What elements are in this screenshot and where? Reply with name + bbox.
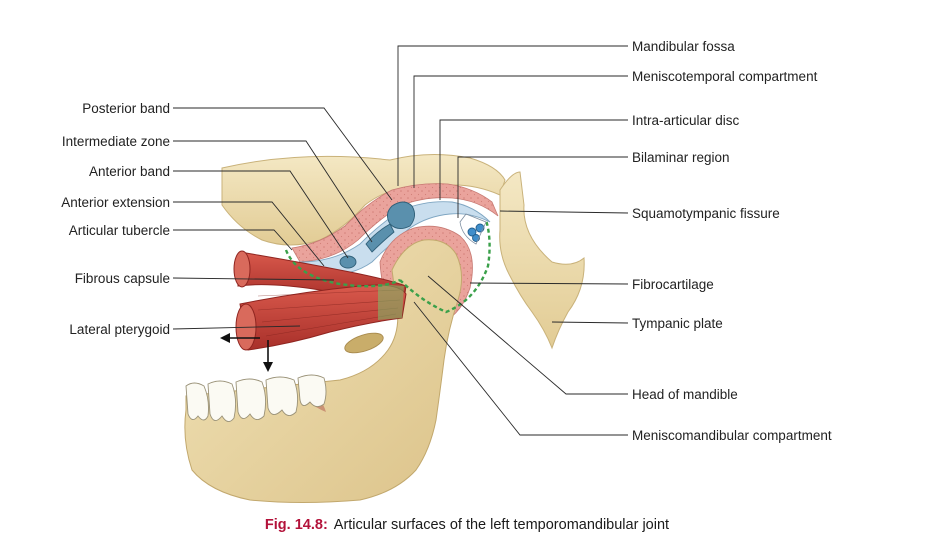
bilaminar-region-shape — [459, 213, 487, 245]
label-meniscotemporal-compartment: Meniscotemporal compartment — [632, 69, 818, 84]
label-intermediate-zone: Intermediate zone — [62, 134, 170, 149]
movement-arrows — [220, 333, 273, 372]
temporal-articular-cartilage — [291, 183, 499, 263]
caption-number: Fig. 14.8: — [265, 517, 328, 533]
intermediate-zone-shape — [365, 223, 395, 253]
posterior-band-shape — [387, 201, 415, 229]
label-intra-articular-disc: Intra-articular disc — [632, 113, 740, 128]
coronoid-shadow — [344, 332, 384, 354]
left-labels: Posterior band Intermediate zone Anterio… — [61, 101, 170, 337]
label-mandibular-fossa: Mandibular fossa — [632, 39, 735, 54]
label-articular-tubercle: Articular tubercle — [69, 223, 170, 238]
right-leader-lines — [397, 45, 629, 436]
figure-caption: Fig. 14.8: Articular surfaces of the left… — [265, 517, 669, 533]
tympanic-plate — [499, 171, 585, 350]
teeth — [185, 374, 327, 422]
label-tympanic-plate: Tympanic plate — [632, 316, 723, 331]
label-fibrocartilage: Fibrocartilage — [632, 277, 714, 292]
bilaminar-vessel-1 — [467, 227, 477, 237]
fibrous-capsule-line — [284, 219, 491, 314]
label-anterior-extension: Anterior extension — [61, 195, 170, 210]
label-squamotympanic-fissure: Squamotympanic fissure — [632, 206, 780, 221]
label-head-of-mandible: Head of mandible — [632, 387, 738, 402]
bilaminar-vessel-2 — [475, 223, 485, 233]
label-anterior-band: Anterior band — [89, 164, 170, 179]
label-lateral-pterygoid: Lateral pterygoid — [69, 322, 170, 337]
right-labels: Mandibular fossa Meniscotemporal compart… — [632, 39, 832, 443]
disc-bands — [339, 201, 487, 269]
anterior-band-shape — [339, 255, 357, 269]
left-leader-lines — [172, 107, 393, 330]
label-bilaminar-region: Bilaminar region — [632, 150, 730, 165]
caption-text: Articular surfaces of the left temporoma… — [334, 517, 669, 533]
label-posterior-band: Posterior band — [82, 101, 170, 116]
label-meniscomandibular-compartment: Meniscomandibular compartment — [632, 428, 832, 443]
label-fibrous-capsule: Fibrous capsule — [75, 271, 170, 286]
lateral-pterygoid-muscle — [233, 250, 407, 351]
